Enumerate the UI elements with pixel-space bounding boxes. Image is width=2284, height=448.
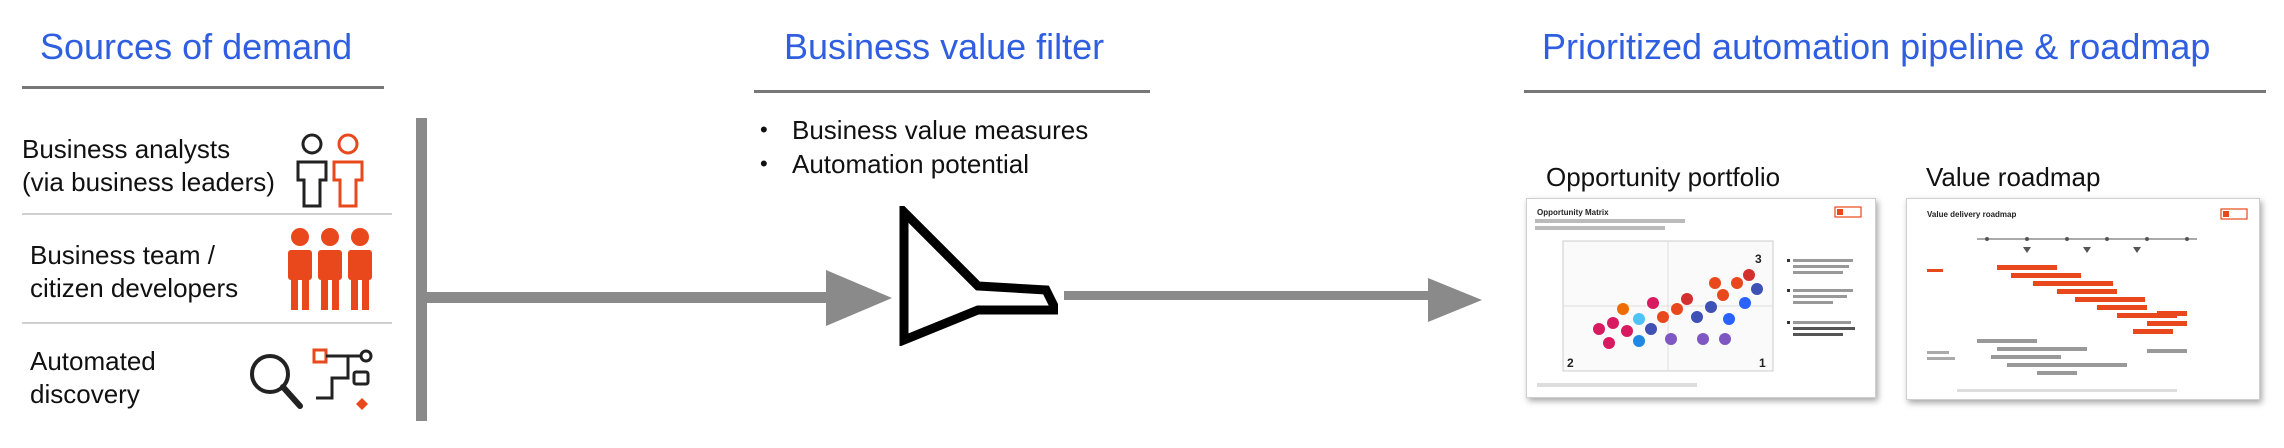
- matrix-dots: [1593, 269, 1763, 349]
- filter-heading: Business value filter: [784, 26, 1105, 67]
- sources-heading: Sources of demand: [40, 26, 353, 67]
- roadmap-grey-bars: [1977, 339, 2187, 375]
- filter-bullet: Automation potential: [758, 147, 1138, 181]
- source-label-business-team: Business team / citizen developers: [30, 240, 239, 303]
- value-roadmap-slide-title: Value delivery roadmap: [1927, 210, 2016, 219]
- source-separator: [22, 322, 392, 324]
- arrow-to-filter: [426, 270, 896, 326]
- team-icon: [284, 226, 376, 312]
- quadrant-label: 2: [1567, 356, 1574, 370]
- sources-merge-bar: [416, 118, 427, 421]
- source-separator: [22, 213, 392, 215]
- quadrant-label: 3: [1755, 252, 1762, 266]
- source-label-automated-discovery: Automated discovery: [30, 346, 156, 409]
- magnifier-process-icon: [244, 346, 376, 414]
- people-pair-icon: [290, 132, 370, 208]
- quadrant-label: 1: [1759, 356, 1766, 370]
- filter-bullet-list: Business value measures Automation poten…: [758, 113, 1138, 181]
- sources-heading-rule: [22, 86, 384, 89]
- source-label-business-analysts: Business analysts (via business leaders): [22, 134, 275, 197]
- arrow-to-pipeline: [1064, 278, 1484, 322]
- funnel-icon: [898, 201, 1064, 347]
- value-roadmap-title: Value roadmap: [1926, 162, 2101, 192]
- opportunity-matrix-slide: Opportunity Matrix 3 2 1: [1526, 198, 1876, 398]
- pipeline-heading: Prioritized automation pipeline & roadma…: [1542, 26, 2211, 67]
- filter-heading-rule: [754, 90, 1150, 93]
- value-roadmap-slide: Value delivery roadmap: [1906, 198, 2260, 400]
- pipeline-heading-rule: [1524, 90, 2266, 93]
- filter-bullet: Business value measures: [758, 113, 1138, 147]
- roadmap-bars: [1997, 265, 2187, 334]
- opportunity-matrix-slide-title: Opportunity Matrix: [1537, 208, 1609, 217]
- opportunity-portfolio-title: Opportunity portfolio: [1546, 162, 1781, 192]
